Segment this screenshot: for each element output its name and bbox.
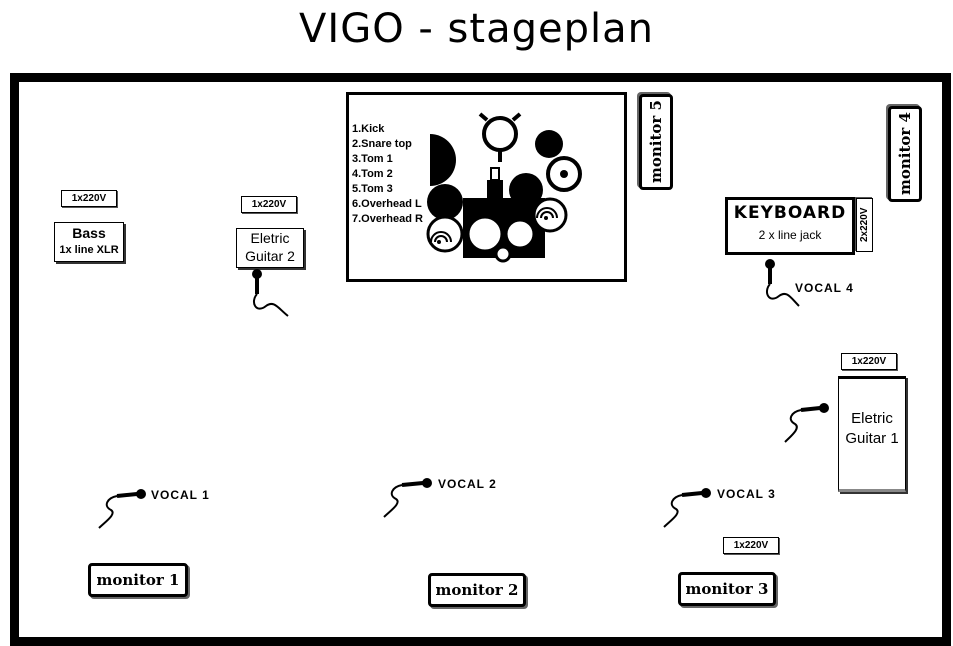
- keyboard-unit: KEYBOARD 2 x line jack: [725, 197, 855, 255]
- drum-input-item: 6.Overhead L: [352, 198, 422, 210]
- guitar2-amp-line1: Eletric: [250, 230, 290, 246]
- microphone-icon: [98, 489, 146, 529]
- monitor-1: monitor 1: [88, 563, 188, 597]
- guitar1-amp: Eletric Guitar 1: [838, 376, 906, 492]
- guitar2-amp: Eletric Guitar 2: [236, 228, 304, 268]
- keyboard-name: KEYBOARD: [733, 203, 847, 223]
- bass-amp: Bass 1x line XLR: [54, 222, 124, 262]
- monitor-3: monitor 3: [678, 572, 776, 606]
- bass-amp-name: Bass: [72, 225, 106, 241]
- vocal3-power-label: 1x220V: [723, 537, 779, 554]
- microphone-icon: [765, 259, 800, 307]
- page-title: VIGO - stageplan: [299, 6, 654, 52]
- monitor-5: monitor 5: [639, 94, 673, 190]
- drum-input-item: 3.Tom 1: [352, 153, 393, 165]
- vocal-1-label: VOCAL 1: [151, 488, 210, 502]
- guitar2-power-label: 1x220V: [241, 196, 297, 213]
- drum-input-item: 4.Tom 2: [352, 168, 393, 180]
- stage-area: [10, 73, 951, 646]
- keyboard-inputs: 2 x line jack: [758, 228, 822, 242]
- drum-input-list: 1.Kick 2.Snare top 3.Tom 1 4.Tom 2 5.Tom…: [352, 122, 423, 227]
- guitar1-power-label: 1x220V: [841, 353, 897, 370]
- drum-riser: [346, 92, 627, 282]
- microphone-icon: [252, 269, 289, 317]
- microphone-icon: [784, 403, 829, 443]
- guitar2-amp-line2: Guitar 2: [245, 248, 295, 264]
- monitor-2: monitor 2: [428, 573, 526, 607]
- guitar1-amp-line2: Guitar 1: [845, 430, 899, 447]
- vocal-2-label: VOCAL 2: [438, 477, 497, 491]
- vocal-4-label: VOCAL 4: [795, 281, 854, 295]
- guitar1-amp-line1: Eletric: [851, 410, 893, 427]
- keyboard-power-label: 2x220V: [856, 198, 873, 252]
- monitor-4: monitor 4: [888, 106, 922, 202]
- bass-amp-input: 1x line XLR: [59, 244, 119, 256]
- drum-kit-icon: [426, 112, 582, 263]
- microphone-icon: [663, 488, 711, 528]
- drum-input-item: 1.Kick: [352, 123, 385, 135]
- bass-power-label: 1x220V: [61, 190, 117, 207]
- vocal-3-label: VOCAL 3: [717, 487, 776, 501]
- microphone-icon: [383, 478, 432, 518]
- drum-input-item: 7.Overhead R: [352, 213, 423, 225]
- drum-input-item: 5.Tom 3: [352, 183, 393, 195]
- drum-input-item: 2.Snare top: [352, 138, 412, 150]
